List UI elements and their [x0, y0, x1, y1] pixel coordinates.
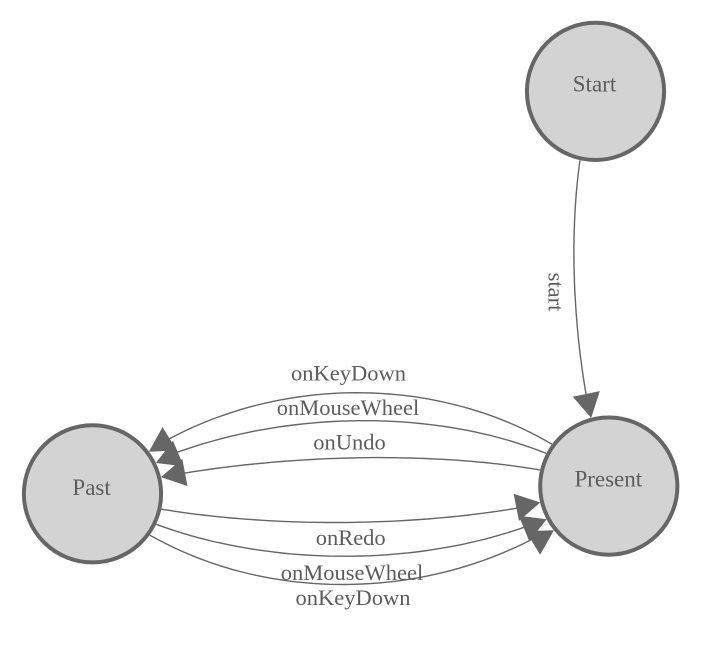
svg-text:onMouseWheel: onMouseWheel [277, 395, 419, 420]
svg-text:Start: Start [573, 72, 617, 97]
svg-text:Past: Past [72, 475, 111, 500]
svg-text:onUndo: onUndo [313, 430, 386, 455]
svg-text:start: start [544, 273, 569, 312]
svg-text:onMouseWheel: onMouseWheel [281, 560, 423, 585]
svg-text:onKeyDown: onKeyDown [296, 585, 411, 610]
svg-text:Present: Present [574, 466, 642, 491]
svg-text:onRedo: onRedo [316, 525, 386, 550]
svg-text:onKeyDown: onKeyDown [291, 361, 406, 386]
